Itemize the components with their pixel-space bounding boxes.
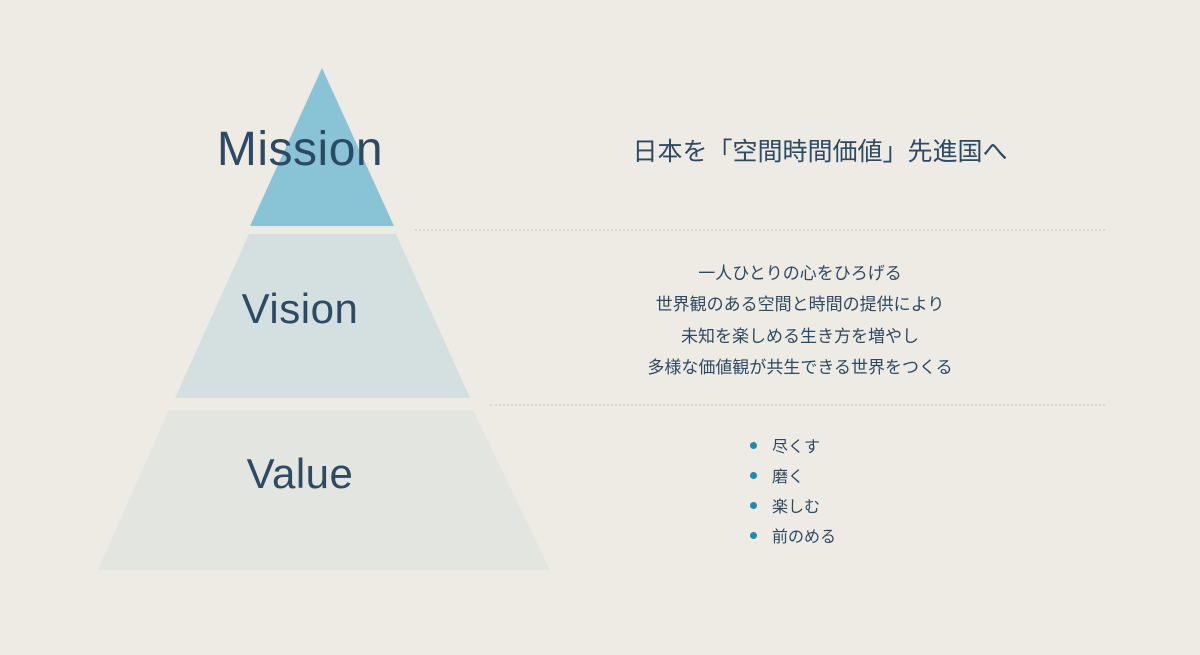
list-item: 尽くす [750,430,836,460]
pyramid-tier-mission-shape [250,68,394,226]
vision-line: 一人ひとりの心をひろげる [698,264,902,283]
vision-line: 未知を楽しめる生き方を増やし [681,326,919,346]
content-column: 日本を「空間時間価値」先進国へ 一人ひとりの心をひろげる 世界観のある空間と時間… [415,0,1200,650]
bullet-icon [750,501,757,509]
bullet-icon [750,531,757,539]
bullet-icon [750,471,757,479]
vision-statement: 一人ひとりの心をひろげる 世界観のある空間と時間の提供により 未知を楽しめる生き… [600,258,1000,384]
vision-line: 多様な価値観が共生できる世界をつくる [647,358,953,378]
mission-statement: 日本を「空間時間価値」先進国へ [632,138,1008,166]
list-item: 前のめる [750,520,836,550]
pyramid-tier-vision-shape [175,234,470,398]
value-list: 尽くす 磨く 楽しむ 前のめる [750,430,836,550]
vision-line: 世界観のある空間と時間の提供により [655,295,945,315]
divider-vision-value [490,404,1105,406]
list-item: 磨く [750,460,836,490]
value-item-label: 楽しむ [772,499,821,516]
value-item-label: 前のめる [772,529,837,546]
pyramid-tier-value-label: Value [246,450,354,497]
value-item-label: 磨く [772,469,805,486]
pyramid-tier-value-shape [98,410,550,570]
pyramid-diagram: Mission Vision Value [0,0,600,650]
value-item-label: 尽くす [772,439,821,456]
list-item: 楽しむ [750,490,836,520]
pyramid-svg [98,68,550,570]
pyramid-tier-mission-label: Mission [216,123,384,176]
pyramid-tier-vision-label: Vision [241,285,359,332]
bullet-icon [750,441,757,449]
divider-mission-vision [415,229,1105,231]
